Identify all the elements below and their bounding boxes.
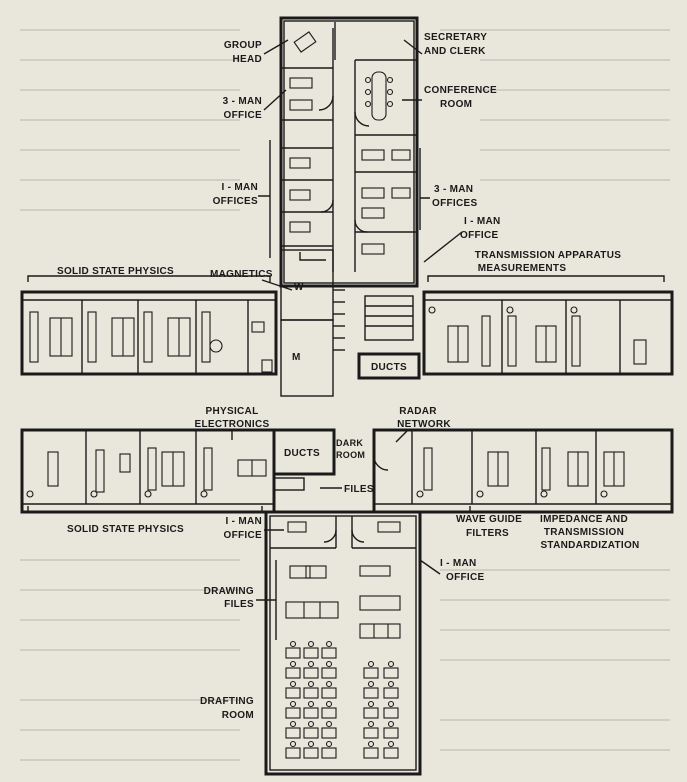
- west-lower-wing: [20, 428, 276, 514]
- drafting-stool: [325, 740, 333, 748]
- drafting-table: [321, 727, 337, 739]
- drafting-stool: [289, 680, 297, 688]
- drafting-table: [363, 707, 379, 719]
- drafting-table: [363, 727, 379, 739]
- drafting-stool: [307, 660, 315, 668]
- drafting-stool: [387, 680, 395, 688]
- drafting-stool: [307, 640, 315, 648]
- drafting-stool: [289, 700, 297, 708]
- drafting-table: [303, 707, 319, 719]
- drafting-table: [363, 667, 379, 679]
- leader-lines: [27, 39, 665, 640]
- drafting-table: [383, 687, 399, 699]
- drafting-table: [321, 667, 337, 679]
- drafting-table: [383, 707, 399, 719]
- drafting-tables: [285, 640, 399, 759]
- east-upper-wing: [422, 290, 674, 376]
- east-lower-wing: [372, 428, 674, 514]
- drafting-stool: [387, 700, 395, 708]
- drafting-table: [321, 747, 337, 759]
- drafting-table: [285, 747, 301, 759]
- north-wing: [279, 16, 421, 397]
- drafting-table: [303, 667, 319, 679]
- drafting-stool: [367, 680, 375, 688]
- drafting-stool: [307, 740, 315, 748]
- drafting-stool: [325, 660, 333, 668]
- solid-state-physics-upper-label: SOLID STATE PHYSICS: [57, 266, 174, 277]
- drafting-stool: [307, 700, 315, 708]
- drafting-table: [303, 687, 319, 699]
- drafting-table: [363, 687, 379, 699]
- drafting-table: [383, 727, 399, 739]
- drafting-stool: [387, 720, 395, 728]
- drafting-stool: [367, 740, 375, 748]
- drafting-stool: [325, 700, 333, 708]
- ducts-lower-label: DUCTS: [284, 448, 320, 459]
- drafting-stool: [325, 720, 333, 728]
- room-w-label: W: [294, 282, 304, 293]
- drafting-table: [285, 667, 301, 679]
- drafting-table: [383, 747, 399, 759]
- drafting-table: [363, 747, 379, 759]
- drafting-table: [321, 687, 337, 699]
- drafting-stool: [307, 680, 315, 688]
- south-wing: [264, 510, 422, 776]
- drafting-table: [285, 647, 301, 659]
- drafting-stool: [387, 660, 395, 668]
- drafting-table: [383, 667, 399, 679]
- drafting-stool: [325, 680, 333, 688]
- ducts-upper-label: DUCTS: [371, 362, 407, 373]
- solid-state-physics-lower-label: SOLID STATE PHYSICS: [67, 524, 184, 535]
- drafting-table: [285, 727, 301, 739]
- files-label: FILES: [344, 484, 374, 495]
- drafting-stool: [387, 740, 395, 748]
- drafting-stool: [367, 720, 375, 728]
- drafting-stool: [289, 660, 297, 668]
- drafting-stool: [289, 640, 297, 648]
- drafting-stool: [325, 640, 333, 648]
- drafting-table: [321, 647, 337, 659]
- drafting-table: [285, 707, 301, 719]
- room-m-label: M: [292, 352, 301, 363]
- drafting-table: [303, 647, 319, 659]
- drafting-stool: [289, 740, 297, 748]
- drafting-stool: [367, 660, 375, 668]
- west-upper-wing: [20, 290, 278, 376]
- drafting-table: [285, 687, 301, 699]
- central-core: [272, 428, 389, 491]
- drafting-table: [321, 707, 337, 719]
- magnetics-label: MAGNETICS: [210, 269, 273, 280]
- drafting-table: [303, 727, 319, 739]
- drafting-stool: [289, 720, 297, 728]
- drafting-stool: [307, 720, 315, 728]
- drafting-table: [303, 747, 319, 759]
- drafting-stool: [367, 700, 375, 708]
- background-page-text: [20, 29, 670, 761]
